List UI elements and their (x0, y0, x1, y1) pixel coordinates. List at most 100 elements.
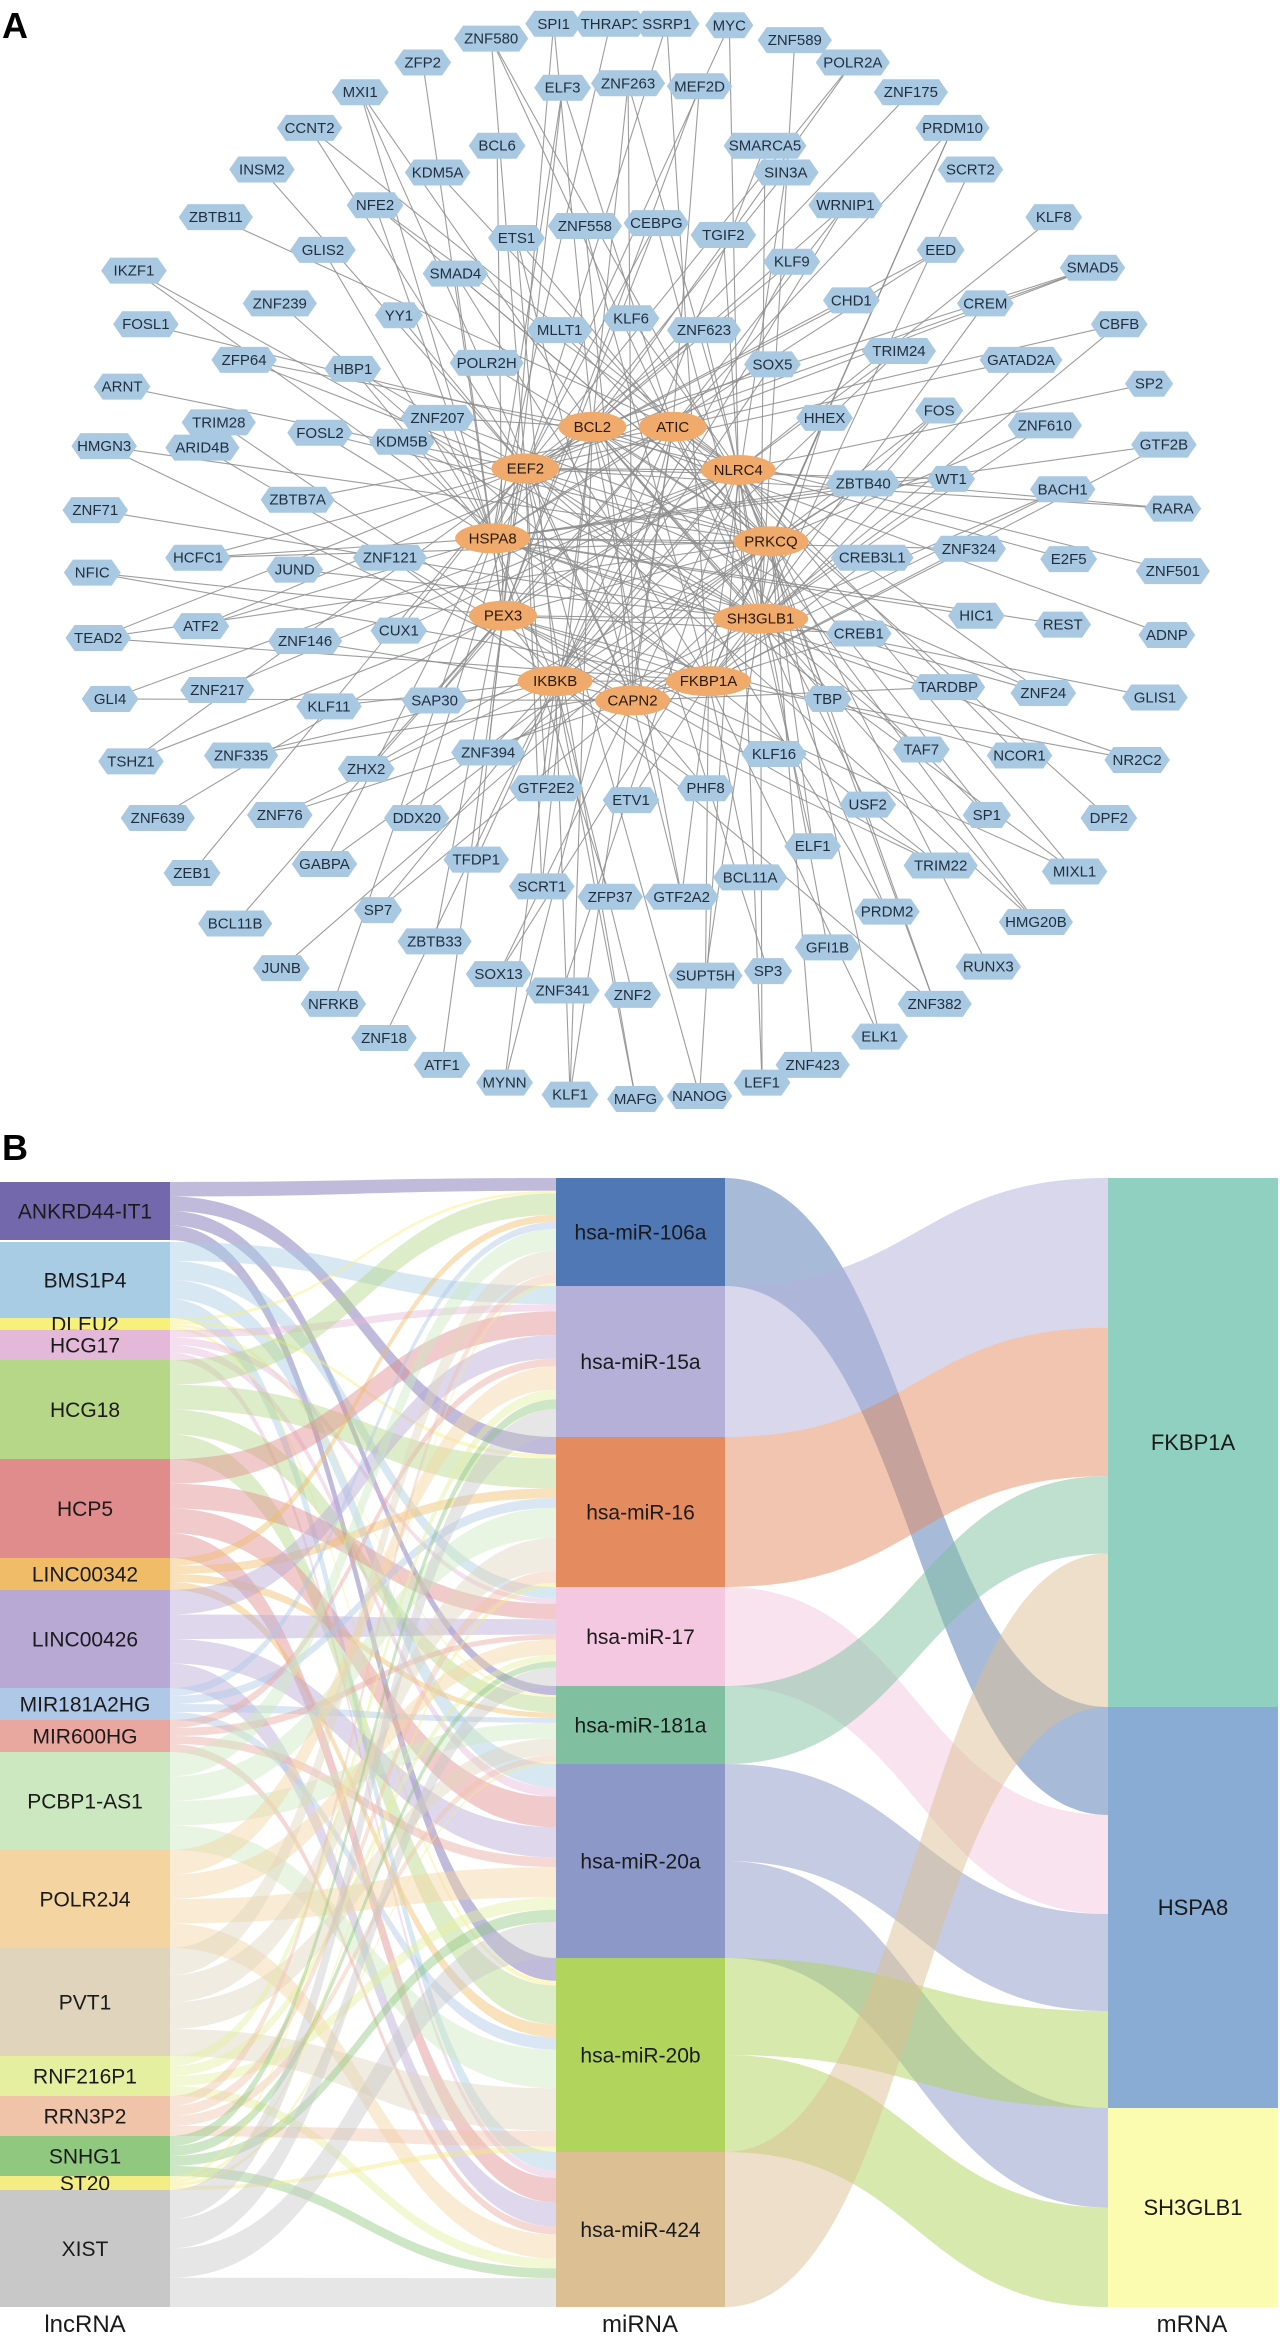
tf-node-label: ZNF207 (410, 410, 464, 427)
lncrna-mirna-flow (170, 1663, 556, 2227)
tf-node-shape (713, 864, 788, 891)
tf-node-shape (915, 114, 990, 141)
tf-node-gtf2a2: GTF2A2 (644, 883, 719, 910)
hub-node-eef2: EEF2 (491, 453, 560, 484)
lncrna-label: HCP5 (57, 1498, 113, 1521)
lncrna-bar (0, 2190, 170, 2307)
tf-node-shape (666, 1083, 733, 1110)
tf-node-tardbp: TARDBP (910, 674, 986, 701)
tf-node-label: ZNF263 (601, 75, 655, 92)
tf-node-shape (525, 977, 600, 1004)
tf-node-label: CREB1 (834, 626, 884, 643)
tf-node-shape (903, 852, 978, 879)
network-edge (592, 426, 1168, 636)
mirna-label: hsa-miR-17 (586, 1626, 695, 1649)
network-edge (492, 537, 771, 542)
tf-node-label: ATF1 (424, 1057, 460, 1074)
tf-node-shape (623, 210, 690, 237)
tf-node-label: ZNF423 (786, 1057, 840, 1074)
hub-node-label: FKBP1A (680, 673, 738, 690)
mirna-label: hsa-miR-106a (575, 1221, 707, 1244)
tf-node-label: JUNB (262, 960, 301, 977)
hub-node-label: HSPA8 (469, 530, 517, 547)
lncrna-node-linc00426: LINC00426 (0, 1590, 170, 1688)
tf-node-label: SMAD4 (430, 266, 482, 283)
tf-node-label: SPI1 (537, 16, 570, 33)
tf-node-bcl11a: BCL11A (713, 864, 788, 891)
lncrna-label: HCG17 (50, 1334, 120, 1357)
mirna-node-hsa-mir-181a: hsa-miR-181a (556, 1686, 725, 1764)
tf-node-taf7: TAF7 (892, 736, 950, 763)
lncrna-bar (0, 1590, 170, 1688)
tf-node-shape (962, 801, 1011, 828)
tf-node-shape (287, 419, 353, 446)
network-edge (492, 444, 1164, 539)
tf-node-znf623: ZNF623 (666, 317, 742, 344)
tf-node-znf71: ZNF71 (62, 497, 129, 524)
lncrna-node-pcbp1-as1: PCBP1-AS1 (0, 1752, 170, 1850)
tf-node-label: ZNF394 (461, 745, 515, 762)
network-edge (655, 222, 762, 619)
tf-node-shape (1144, 495, 1202, 522)
tf-node-shape (986, 742, 1053, 769)
sankey-panel: B ANKRD44-IT1BMS1P4DLEU2HCG17HCG18HCP5LI… (0, 1127, 1278, 2338)
tf-node-glis1: GLIS1 (1122, 684, 1188, 711)
tf-node-shape (449, 349, 524, 376)
tf-node-shape (733, 1069, 791, 1096)
tf-node-label: PRDM10 (922, 120, 983, 137)
tf-node-znf239: ZNF239 (242, 290, 317, 317)
network-edge (200, 537, 493, 627)
tf-node-label: MYC (713, 17, 747, 34)
tf-node-elf1: ELF1 (784, 833, 842, 860)
hub-node-label: CAPN2 (608, 692, 658, 709)
network-edge (487, 618, 761, 754)
tf-node-label: BCL11A (723, 869, 778, 886)
tf-node-klf6: KLF6 (602, 305, 660, 332)
tf-node-shape (775, 1051, 850, 1078)
tf-node-mxi1: MXI1 (331, 79, 389, 106)
tf-node-label: NR2C2 (1113, 752, 1162, 769)
tf-node-cbfb: CBFB (1090, 311, 1148, 338)
tf-node-label: ZNF589 (768, 32, 822, 49)
tf-node-shape (260, 486, 335, 513)
tf-node-label: ELK1 (861, 1029, 898, 1046)
tf-node-label: ADNP (1146, 627, 1188, 644)
tf-node-shape (1135, 558, 1210, 585)
tf-node-label: SOX13 (474, 966, 522, 983)
tf-node-gatad2a: GATAD2A (979, 346, 1063, 373)
tf-node-shape (81, 685, 139, 712)
tf-node-label: HHEX (804, 410, 846, 427)
lncrna-mirna-flow (170, 1280, 556, 1788)
tf-node-label: NFIC (75, 565, 110, 582)
tf-node-shape (451, 739, 526, 766)
hub-node-label: PRKCQ (744, 533, 797, 550)
panel-label-b: B (2, 1127, 28, 1168)
tf-node-tead2: TEAD2 (65, 625, 131, 651)
hub-node-shape (595, 685, 671, 716)
lncrna-mirna-flow (170, 1488, 556, 1574)
tf-node-shape (604, 981, 661, 1008)
tf-node-etv1: ETV1 (602, 787, 660, 814)
tf-node-label: NFE2 (356, 197, 394, 214)
network-edge (524, 468, 701, 1097)
tf-node-label: TAF7 (904, 742, 940, 759)
network-edge (554, 261, 793, 682)
tf-node-creb3l1: CREB3L1 (830, 544, 914, 571)
tf-node-shape (861, 337, 937, 364)
lncrna-mirna-flow (170, 1178, 556, 1197)
tf-node-label: SAP30 (411, 692, 458, 709)
tf-node-lef1: LEF1 (733, 1069, 791, 1096)
sankey-flows (170, 1178, 1108, 2307)
tf-node-shape (404, 159, 471, 186)
lncrna-mirna-flow (170, 1282, 556, 2180)
tf-node-label: LEF1 (744, 1075, 780, 1092)
network-edge (524, 62, 854, 469)
lncrna-mirna-flow (170, 1299, 556, 2171)
tf-node-label: CREM (963, 295, 1007, 312)
hub-node-label: SH3GLB1 (727, 611, 795, 628)
network-edge (243, 359, 526, 469)
tf-node-znf610: ZNF610 (1007, 412, 1082, 439)
tf-node-shape (369, 428, 435, 455)
tf-node-label: FOS (924, 402, 955, 419)
